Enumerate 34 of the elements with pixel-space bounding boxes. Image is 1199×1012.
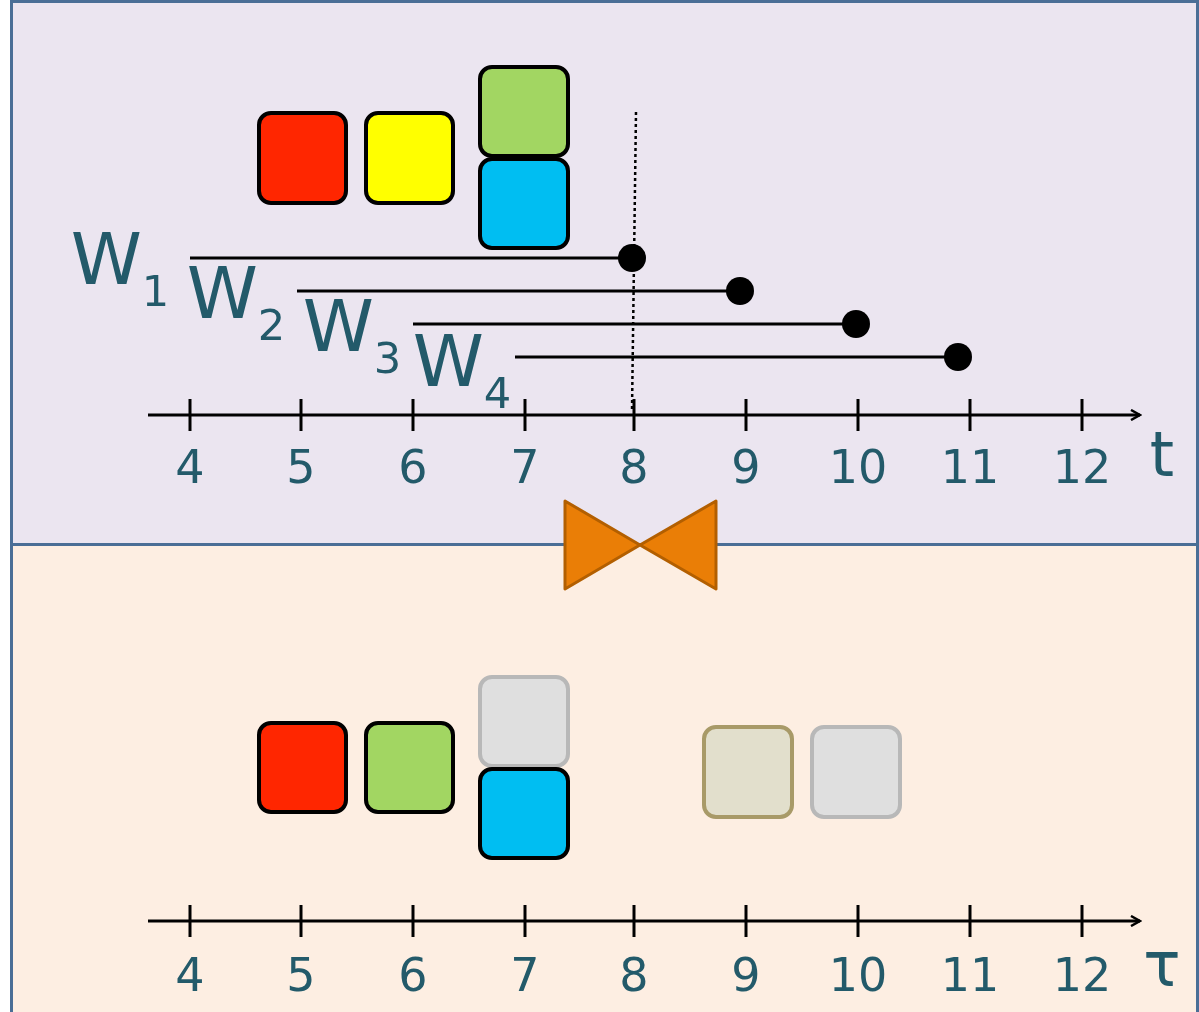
colored-block	[478, 767, 570, 860]
tick-label: 10	[828, 952, 888, 998]
tick-label: 10	[828, 444, 888, 490]
tick-label: 8	[619, 952, 649, 998]
tick-label: 8	[619, 444, 649, 490]
colored-block	[364, 721, 455, 814]
tick-label: 11	[940, 952, 1000, 998]
axis-label: τ	[1143, 934, 1181, 996]
series-label: W$_{2}$	[186, 257, 286, 347]
tick-label: 5	[286, 952, 316, 998]
tick-label: 6	[398, 952, 428, 998]
colored-block	[478, 65, 570, 158]
tick-label: 5	[286, 444, 316, 490]
tick-label: 4	[175, 952, 205, 998]
tick-label: 7	[510, 444, 540, 490]
faded-block	[702, 725, 794, 819]
tick-label: 6	[398, 444, 428, 490]
tick-label: 9	[731, 444, 761, 490]
tick-label: 12	[1052, 952, 1112, 998]
axis-label: t	[1149, 424, 1175, 486]
colored-block	[257, 111, 348, 205]
colored-block	[478, 157, 570, 250]
series-label: W$_{1}$	[70, 223, 170, 313]
tick-label: 12	[1052, 444, 1112, 490]
tick-label: 9	[731, 952, 761, 998]
faded-block	[810, 725, 902, 819]
faded-block	[478, 675, 570, 768]
tick-label: 11	[940, 444, 1000, 490]
colored-block	[364, 111, 455, 205]
series-label: W$_{3}$	[302, 290, 402, 380]
tick-label: 4	[175, 444, 205, 490]
colored-block	[257, 721, 348, 814]
tick-label: 7	[510, 952, 540, 998]
series-label: W$_{4}$	[412, 325, 512, 415]
